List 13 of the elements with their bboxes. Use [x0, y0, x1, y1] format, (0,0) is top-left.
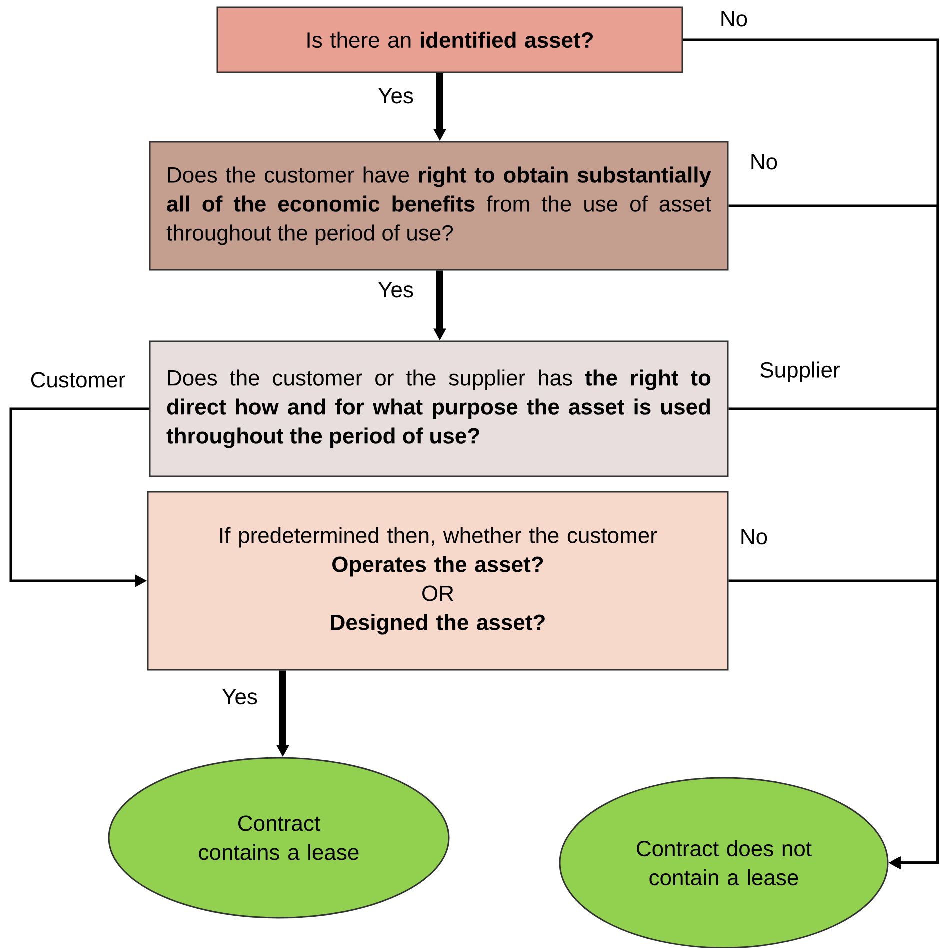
question-box: If predetermined then, whether the customer Operates the asset? OR Designed the asset?	[147, 491, 729, 671]
edge-label: No	[742, 529, 768, 545]
question-box: Does the customer have right to obtain substantially all of the economic benefits from the use of asset throughout the period of use?	[149, 141, 729, 271]
edge-label: Yes	[378, 282, 414, 298]
edge-label: Supplier	[760, 362, 840, 382]
question-box: Is there an identified asset?	[216, 6, 684, 74]
edge-label: Yes	[222, 689, 258, 705]
question-box: Does the customer or the supplier has the right to direct how and for what purpose the asset is used throughout the period of use?	[149, 340, 729, 478]
arrow	[728, 580, 940, 870]
edge-label: Customer	[31, 372, 126, 388]
edge-label: No	[752, 154, 778, 170]
edge-label: No	[722, 11, 748, 27]
edge-label: Yes	[378, 88, 414, 104]
